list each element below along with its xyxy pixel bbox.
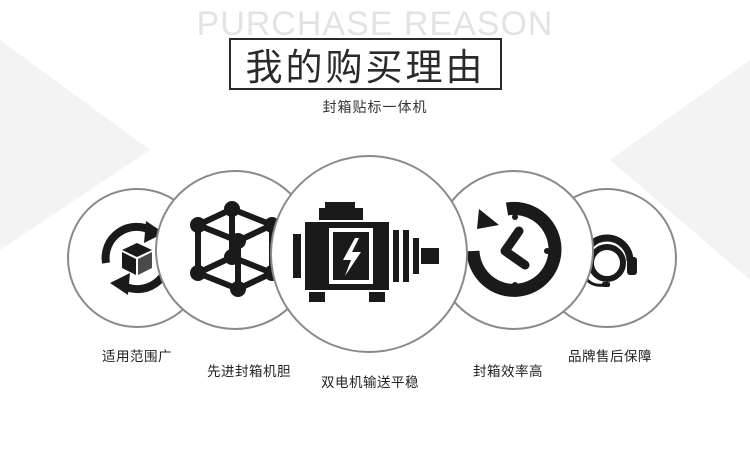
electric-motor-icon [293,202,439,302]
feature-circle-3 [270,155,468,353]
title-box: 我的购买理由 [229,38,502,90]
feature-label-1: 适用范围广 [102,349,172,365]
page-title: 我的购买理由 [245,46,486,89]
feature-label-2: 先进封箱机胆 [207,364,291,380]
feature-label-5: 品牌售后保障 [568,349,652,365]
feature-label-4: 封箱效率高 [473,364,543,380]
background-watermark-text: PURCHASE REASON [196,5,554,43]
page-subtitle: 封箱贴标一体机 [322,100,428,116]
feature-label-3: 双电机输送平稳 [321,375,419,391]
clock-speed-icon [466,201,562,297]
